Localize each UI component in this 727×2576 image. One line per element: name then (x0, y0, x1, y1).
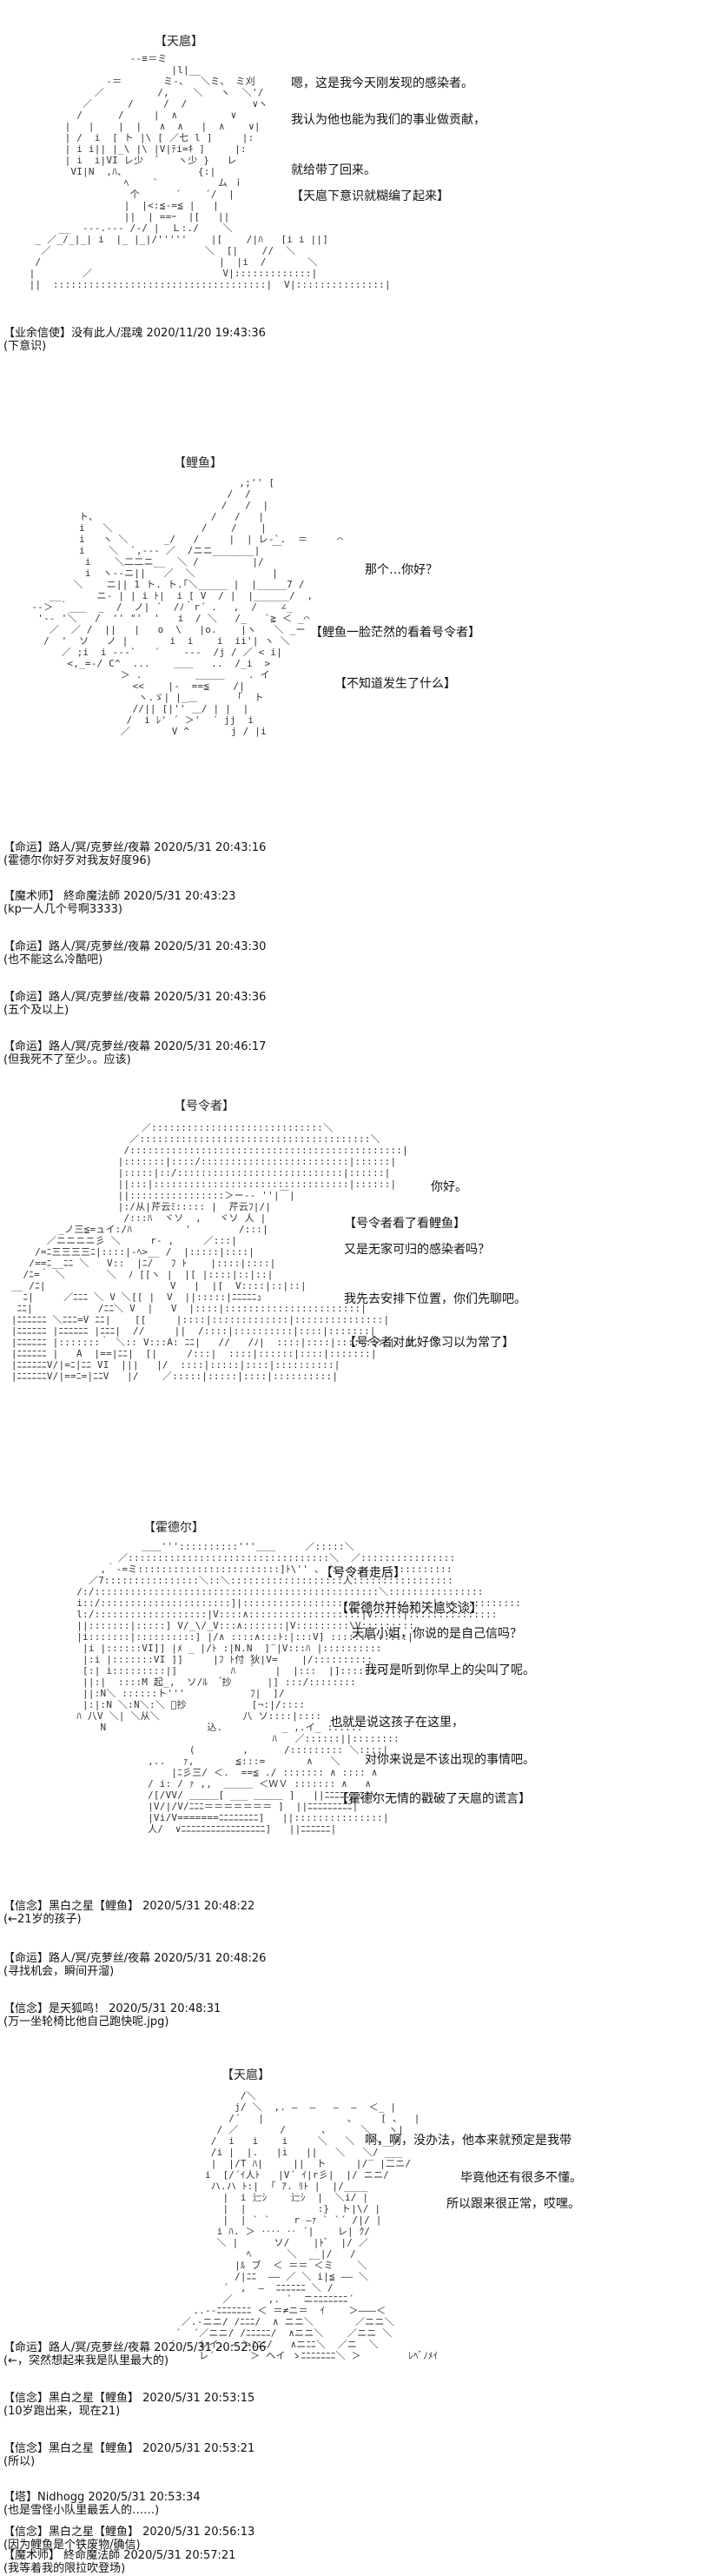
comment-body: (也是雪怪小队里最丢人的……) (3, 2504, 160, 2517)
speech-line: 那个…你好？ (365, 563, 438, 577)
comment-header: 【信念】黑白之星【鲤鱼】 2020/5/31 20:56:13 (3, 2526, 255, 2539)
speech-line: 我认为他也能为我们的事业做贡献， (291, 113, 486, 127)
speech-line: 又是无家可归的感染者吗？ (344, 1243, 490, 1257)
comment: 【信念】是天狐鸣！ 2020/5/31 20:48:31 (万一坐轮椅比他自己跑… (3, 2002, 221, 2028)
comment-header: 【命运】路人/冥/克萝丝/夜幕 2020/5/31 20:43:36 (3, 991, 267, 1004)
speech-line: 我可是听到你早上的尖叫了呢。 (365, 1663, 535, 1677)
comment-header: 【魔术师】 終命魔法師 2020/5/31 20:43:23 (3, 890, 236, 903)
comment: 【命运】路人/冥/克萝丝/夜幕 2020/5/31 20:43:30 (也不能这… (3, 940, 266, 966)
ascii-art-carp: ,;'' [ / / / / | ト、 / / | i ＼ / / | i ヽ … (31, 477, 344, 737)
ascii-art-tenko: --≡＝ミ |l|__ -＝ ミ-、 ＼ミ、 ミ刈 ／ /, ＼ ヽ ＼'/ ／… (29, 53, 391, 290)
speech-line: 嗯，这是我今天刚发现的感染者。 (291, 76, 473, 90)
comment-body: (←21岁的孩子) (3, 1913, 82, 1926)
speech-line: 【号令者对此好像习以为常了】 (344, 1336, 514, 1350)
comment: 【命运】路人/冥/克萝丝/夜幕 2020/5/31 20:52:06 (←，突然… (3, 2341, 266, 2367)
comment: 【塔】Nidhogg 2020/5/31 20:53:34 (也是雪怪小队里最丢… (3, 2491, 201, 2517)
comment-header: 【信念】黑白之星【鲤鱼】 2020/5/31 20:48:22 (3, 1900, 255, 1913)
comment: 【命运】路人/冥/克萝丝/夜幕 2020/5/31 20:46:17 (但我死不… (3, 1040, 266, 1066)
speech-line: 【天扈下意识就糊编了起来】 (291, 189, 449, 203)
comment: 【魔术师】 終命魔法師 2020/5/31 20:57:21 (我等着我的限拉吹… (3, 2549, 235, 2575)
comment: 【信念】黑白之星【鲤鱼】 2020/5/31 20:48:22 (←21岁的孩子… (3, 1900, 254, 1926)
comment-body: (←，突然想起来我是队里最大的) (3, 2354, 169, 2367)
comment-header: 【魔术师】 終命魔法師 2020/5/31 20:57:21 (3, 2549, 236, 2562)
comment-header: 【命运】路人/冥/克萝丝/夜幕 2020/5/31 20:52:06 (3, 2341, 267, 2354)
comment-body: (寻找机会，瞬间开溜) (3, 1965, 115, 1978)
comment-body: (霍德尔你好歹对我友好度96) (3, 854, 151, 867)
comment: 【命运】路人/冥/克萝丝/夜幕 2020/5/31 20:48:26 (寻找机会… (3, 1952, 266, 1978)
comment-header: 【信念】是天狐鸣！ 2020/5/31 20:48:31 (3, 2002, 221, 2015)
comment-header: 【信念】黑白之星【鲤鱼】 2020/5/31 20:53:15 (3, 2392, 255, 2405)
comment-header: 【命运】路人/冥/克萝丝/夜幕 2020/5/31 20:46:17 (3, 1040, 267, 1053)
comment-body: (五个及以上) (3, 1004, 69, 1017)
comment-body: (下意识) (3, 340, 47, 353)
speech-line: 【霍德尔开始和天扈交谈】 (336, 1602, 482, 1616)
comment: 【命运】路人/冥/克萝丝/夜幕 2020/5/31 20:43:36 (五个及以… (3, 991, 266, 1017)
speaker-tag: 【天扈】 (155, 35, 203, 49)
ascii-art-tenko-2: /＼ j/ ＼ ,. ― ― ― ― ＜_ | /´ | 、 [ 、 | / ／… (169, 2090, 439, 2361)
speech-line: 天扈小姐，你说的是自己信吗？ (352, 1627, 522, 1641)
speech-line: 你好。 (431, 1180, 467, 1194)
speaker-tag: 【鲤鱼】 (174, 456, 222, 470)
speaker-tag: 【号令者】 (174, 1099, 235, 1113)
speaker-tag: 【天扈】 (221, 2068, 270, 2082)
speech-line: 所以跟来很正常，哎嘿。 (446, 2197, 580, 2211)
speech-line: 【霍德尔无情的戳破了天扈的谎言】 (336, 1792, 531, 1806)
comment: 【信念】黑白之星【鲤鱼】 2020/5/31 20:53:21 (所以) (3, 2442, 254, 2468)
speech-line: 啊，啊，没办法，他本来就预定是我带 (365, 2134, 572, 2148)
comment-body: (kp一人几个号啊3333) (3, 903, 123, 916)
speech-line: 对你来说是不该出现的事情吧。 (365, 1753, 535, 1767)
comment-body: (我等着我的限拉吹登场) (3, 2562, 126, 2575)
speech-line: 【不知道发生了什么】 (334, 677, 456, 691)
comment-header: 【命运】路人/冥/克萝丝/夜幕 2020/5/31 20:48:26 (3, 1952, 267, 1965)
comment-header: 【业余信使】没有此人/混魂 2020/11/20 19:43:36 (3, 327, 266, 340)
comment: 【信念】黑白之星【鲤鱼】 2020/5/31 20:53:15 (10岁跑出来，… (3, 2392, 254, 2418)
comment-body: (10岁跑出来，现在21) (3, 2405, 121, 2418)
comment-header: 【命运】路人/冥/克萝丝/夜幕 2020/5/31 20:43:30 (3, 940, 267, 953)
comment: 【魔术师】 終命魔法師 2020/5/31 20:43:23 (kp一人几个号啊… (3, 890, 235, 916)
speech-line: 【号令者看了看鲤鱼】 (344, 1217, 466, 1231)
comment-header: 【塔】Nidhogg 2020/5/31 20:53:34 (3, 2491, 201, 2504)
speech-line: 就给带了回来。 (291, 163, 376, 177)
comment-body: (因为鲤鱼是个铁废物/确信) (3, 2539, 141, 2552)
ascii-art-hoder: ＿＿'''::::::::::'''＿＿ ／:::::＼ ／::::::::::… (76, 1541, 521, 1835)
speech-line: 也就是说这孩子在这里， (330, 1716, 464, 1730)
comment-header: 【命运】路人/冥/克萝丝/夜幕 2020/5/31 20:43:16 (3, 841, 267, 854)
speech-line: 【鲤鱼一脸茫然的看着号令者】 (310, 626, 480, 640)
comment-body: (但我死不了至少。。应该) (3, 1053, 131, 1066)
comment: 【命运】路人/冥/克萝丝/夜幕 2020/5/31 20:43:16 (霍德尔你… (3, 841, 266, 867)
comment: 【业余信使】没有此人/混魂 2020/11/20 19:43:36 (下意识) (3, 327, 266, 353)
comment-body: (万一坐轮椅比他自己跑快呢.jpg) (3, 2015, 169, 2028)
comment-body: (也不能这么冷酷吧) (3, 953, 103, 966)
comment: 【信念】黑白之星【鲤鱼】 2020/5/31 20:56:13 (因为鲤鱼是个铁… (3, 2526, 254, 2552)
speech-line: 毕竟他还有很多不懂。 (460, 2171, 582, 2185)
comment-body: (所以) (3, 2455, 36, 2468)
comment-header: 【信念】黑白之星【鲤鱼】 2020/5/31 20:53:21 (3, 2442, 255, 2455)
ascii-art-commander: ／:::::::::::::::::::::::::::::＼ ／:::::::… (10, 1122, 413, 1382)
speech-line: 【号令者走后】 (321, 1566, 406, 1580)
speech-line: 我先去安排下位置，你们先聊吧。 (344, 1292, 526, 1306)
speaker-tag: 【霍德尔】 (143, 1521, 204, 1535)
